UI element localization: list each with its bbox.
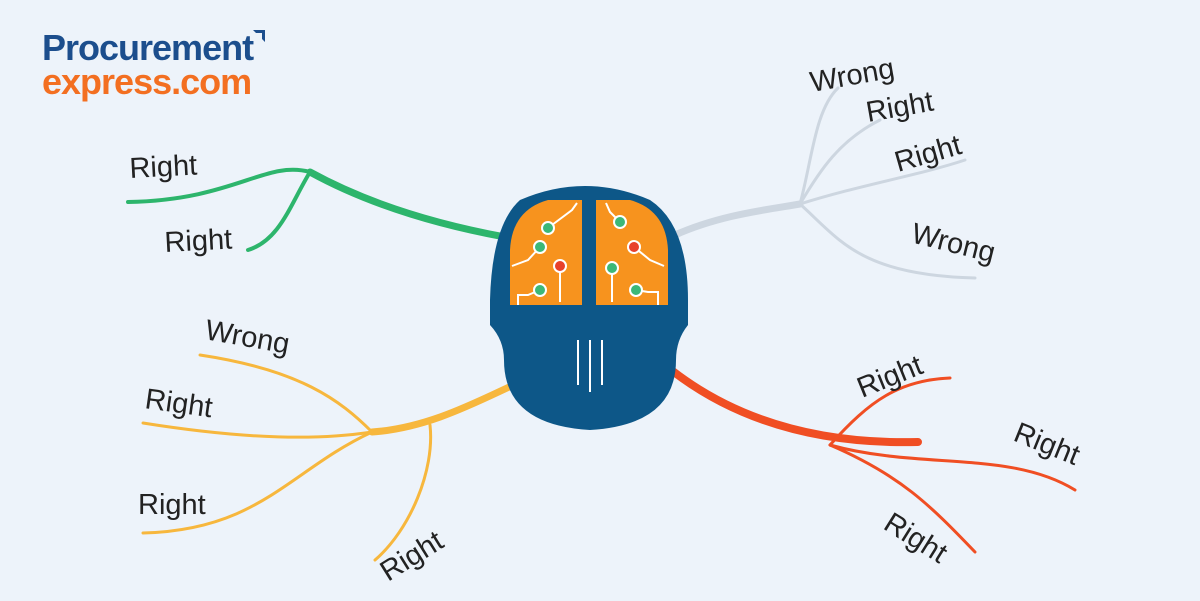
logo-line-2: express.com [42, 61, 252, 102]
label-top-right-4: Wrong [908, 218, 998, 270]
branch-yellow [141, 353, 524, 562]
label-bottom-left-3: Right [138, 489, 206, 521]
brain-left-lobe [510, 200, 582, 305]
label-bottom-right-2: Right [1009, 417, 1084, 472]
branch-red [661, 361, 1077, 554]
label-bottom-left-1: Wrong [203, 314, 292, 360]
branch-green [126, 167, 509, 252]
brain-head-icon [490, 186, 688, 430]
label-top-left-2: Right [164, 223, 233, 258]
procurement-express-logo: Procurement express.com [42, 27, 265, 102]
label-bottom-right-1: Right [853, 349, 928, 404]
branch-gray [671, 86, 977, 280]
logo-line-1: Procurement [42, 27, 254, 68]
label-top-right-1: Wrong [808, 53, 897, 99]
logo-corner-mark-icon [253, 30, 265, 42]
label-top-right-2: Right [864, 86, 936, 129]
label-bottom-left-4: Right [375, 525, 449, 588]
label-top-left-1: Right [129, 149, 198, 184]
label-bottom-left-2: Right [143, 383, 214, 424]
